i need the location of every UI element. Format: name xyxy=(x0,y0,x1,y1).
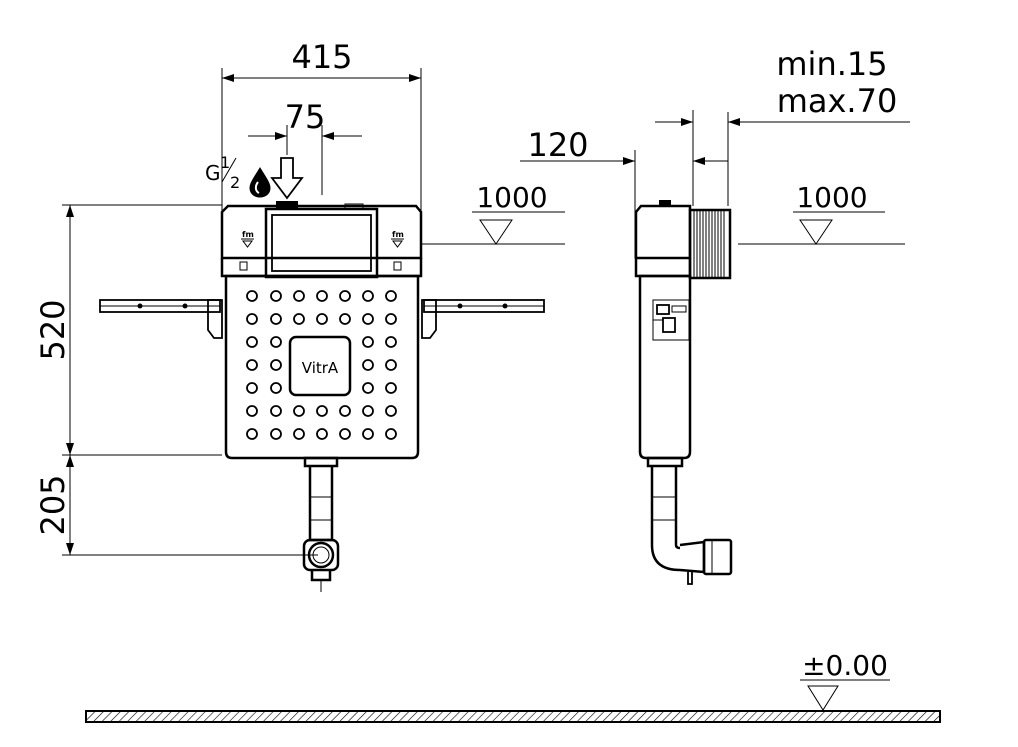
vent-hole xyxy=(385,290,397,302)
dimension-label-120: 120 xyxy=(527,126,588,164)
vent-hole xyxy=(362,359,374,371)
vent-hole xyxy=(385,313,397,325)
dimension-width-total: 415 xyxy=(221,38,422,258)
vent-hole xyxy=(293,313,305,325)
wall-max-label: max.70 xyxy=(777,82,898,120)
vent-hole xyxy=(362,336,374,348)
svg-text:G: G xyxy=(205,161,221,185)
vent-hole xyxy=(339,290,351,302)
vent-hole xyxy=(270,359,282,371)
vent-hole xyxy=(270,313,282,325)
floor-level: ±0.00 xyxy=(85,649,941,723)
level-label-front: 1000 xyxy=(476,181,547,214)
inlet-arrow-icon xyxy=(270,157,304,200)
vent-hole xyxy=(293,405,305,417)
vent-hole xyxy=(270,428,282,440)
fill-marker-right-icon: fm xyxy=(391,230,404,248)
vent-hole xyxy=(385,359,397,371)
level-marker-front: 1000 xyxy=(421,181,565,245)
inlet-thread-label: G 1 2 xyxy=(205,153,240,192)
vent-hole xyxy=(246,290,258,302)
svg-text:1: 1 xyxy=(220,153,230,172)
vent-hole xyxy=(339,405,351,417)
level-marker-side: 1000 xyxy=(738,181,905,245)
cistern-side xyxy=(634,200,692,460)
vent-hole xyxy=(385,336,397,348)
vent-holes xyxy=(246,290,397,440)
vent-hole xyxy=(362,428,374,440)
vent-hole xyxy=(270,405,282,417)
brand-logo: VitrA xyxy=(302,359,339,377)
dimension-label-520: 520 xyxy=(34,299,72,360)
vent-hole xyxy=(246,382,258,394)
fill-marker-left-icon: fm xyxy=(241,230,254,248)
vent-hole xyxy=(362,382,374,394)
vent-hole xyxy=(246,359,258,371)
mounting-bracket-right xyxy=(421,299,545,339)
dimension-label-75: 75 xyxy=(285,98,326,136)
vent-hole xyxy=(362,290,374,302)
vent-hole xyxy=(293,428,305,440)
vent-hole xyxy=(246,428,258,440)
dimension-pipe-offset: 75 xyxy=(248,98,362,195)
svg-text:fm: fm xyxy=(392,230,404,239)
side-view: 120 min.15 max.70 1000 xyxy=(520,45,910,585)
cistern-front: fm fm VitrA xyxy=(220,201,423,460)
vent-hole xyxy=(270,336,282,348)
rear-thread-sleeve xyxy=(688,208,732,280)
level-label-side: 1000 xyxy=(796,181,867,214)
vent-hole xyxy=(316,313,328,325)
vent-hole xyxy=(270,290,282,302)
vent-hole xyxy=(293,290,305,302)
dimension-label-415: 415 xyxy=(291,38,352,76)
svg-text:fm: fm xyxy=(242,230,254,239)
vent-hole xyxy=(385,382,397,394)
dimension-height-frame: 520 xyxy=(34,205,74,455)
vent-hole xyxy=(385,428,397,440)
front-view: 415 75 G 1 2 520 xyxy=(34,38,565,592)
floor-level-label: ±0.00 xyxy=(802,649,888,682)
dimension-wall-thickness: min.15 max.70 xyxy=(655,45,910,206)
vent-hole xyxy=(316,290,328,302)
dimension-height-drain: 205 xyxy=(34,455,74,555)
vent-hole xyxy=(362,405,374,417)
drain-pipe-side xyxy=(646,456,733,585)
mounting-bracket-left xyxy=(99,299,223,339)
vent-hole xyxy=(339,313,351,325)
vent-hole xyxy=(316,428,328,440)
water-drop-icon xyxy=(249,167,271,198)
dimension-depth-side: 120 xyxy=(520,110,728,258)
vent-hole xyxy=(270,382,282,394)
vent-hole xyxy=(339,428,351,440)
svg-text:2: 2 xyxy=(230,173,240,192)
dimension-label-205: 205 xyxy=(34,474,72,535)
vent-hole xyxy=(246,336,258,348)
vent-hole xyxy=(316,405,328,417)
drain-pipe-front xyxy=(302,456,340,592)
vent-hole xyxy=(385,405,397,417)
vent-hole xyxy=(246,313,258,325)
vent-hole xyxy=(362,313,374,325)
vent-hole xyxy=(246,405,258,417)
wall-min-label: min.15 xyxy=(776,45,887,83)
